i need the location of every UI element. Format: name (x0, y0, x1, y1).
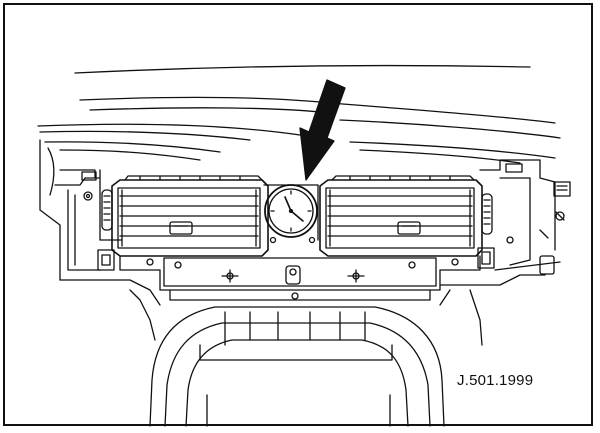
left-air-vent (101, 175, 269, 257)
right-air-vent (319, 175, 493, 257)
center-trim-panel (119, 255, 483, 346)
dash-top-lines (37, 65, 561, 164)
figure-frame (3, 3, 593, 426)
lower-console (149, 306, 445, 427)
pointer-arrow-icon (299, 79, 346, 181)
figure-reference-code: J.501.1999 (457, 372, 534, 389)
right-side-panel (439, 159, 571, 286)
clock-icon (263, 184, 319, 244)
left-side-panel (39, 139, 161, 306)
